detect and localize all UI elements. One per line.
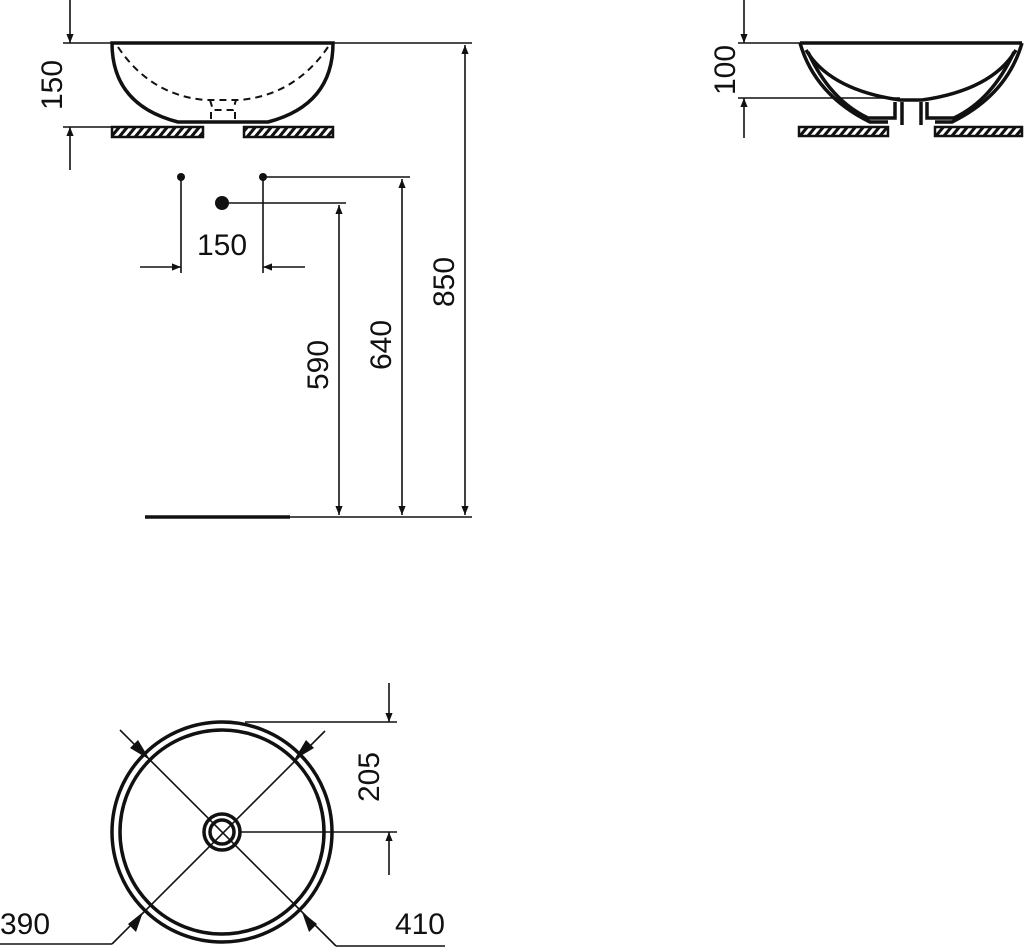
section-countertop-right <box>933 125 1024 138</box>
diameter-arrowhead <box>302 912 317 932</box>
waste-height-label: 590 <box>302 340 335 390</box>
inner-diameter-leader-line <box>111 730 326 945</box>
basin-outline <box>110 41 335 124</box>
height-dimension-label: 150 <box>36 60 69 110</box>
section-view: 100 <box>709 0 1024 138</box>
inner-diameter-label: 390 <box>0 908 50 941</box>
countertop-right <box>242 125 335 139</box>
tap-height-label: 640 <box>365 320 398 370</box>
drain-hidden-line <box>209 99 237 120</box>
outer-diameter-label: 410 <box>395 908 445 941</box>
section-bowl-outer <box>798 42 1024 124</box>
inner-depth-label: 100 <box>709 45 742 95</box>
plan-view: 205 390 410 <box>0 683 445 947</box>
drain-inner <box>208 818 236 846</box>
waste-offset-label: 205 <box>353 752 386 802</box>
basin-inner-hidden-line <box>117 46 329 101</box>
section-bowl-wall <box>806 51 1016 120</box>
diameter-arrowhead <box>128 912 143 932</box>
diameter-arrowhead <box>294 740 314 760</box>
side-view: 150 150 590 640 850 <box>36 0 472 519</box>
rim-height-label: 850 <box>428 257 461 307</box>
diameter-arrowhead <box>130 740 150 760</box>
countertop-left <box>110 125 205 139</box>
outer-diameter-leader-line <box>119 729 337 947</box>
section-countertop-left <box>797 125 890 138</box>
section-bowl-inner <box>804 49 1018 102</box>
tap-spacing-label: 150 <box>197 229 247 262</box>
